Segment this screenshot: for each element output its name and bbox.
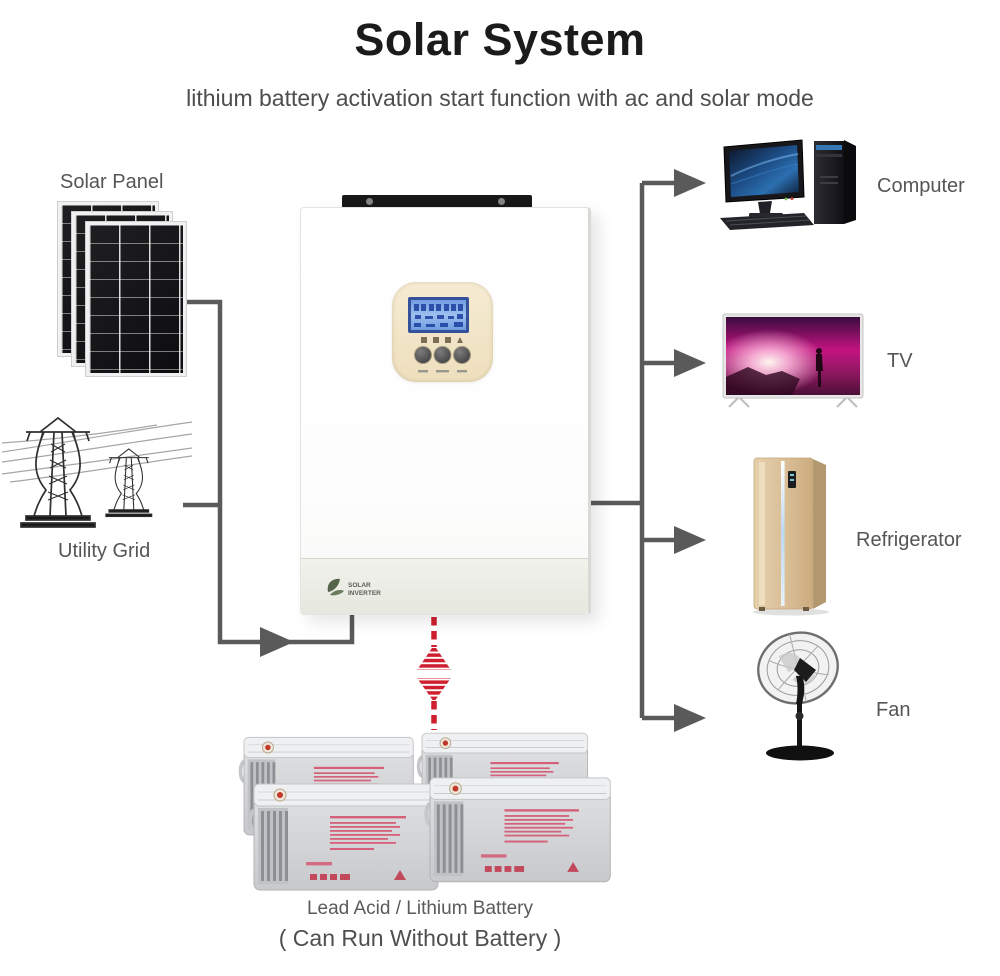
load-arrowheads xyxy=(674,169,706,732)
fan-motor-and-pole xyxy=(766,658,834,761)
tv-rocks xyxy=(726,367,800,395)
battery-back-left xyxy=(238,735,416,837)
fridge-side xyxy=(813,459,826,609)
computer-image xyxy=(720,139,856,230)
solar-panel-front xyxy=(86,222,186,376)
leaf-icon xyxy=(330,590,344,596)
inverter-bottom-strip: SOLAR INVERTER xyxy=(301,558,588,614)
leaf-icon xyxy=(327,578,340,592)
panel-buttons xyxy=(414,346,471,364)
pc-tower xyxy=(814,140,856,224)
inverter-body: SOLAR INVERTER xyxy=(300,207,591,615)
inverter-to-loads-connector xyxy=(586,180,676,721)
battery-caption: Lead Acid / Lithium Battery xyxy=(306,898,533,919)
tv-person-silhouette xyxy=(816,348,823,387)
monitor xyxy=(723,139,805,217)
utility-grid-image xyxy=(2,417,192,528)
battery-link-connector xyxy=(417,617,451,730)
input-arrowhead xyxy=(260,627,294,657)
tv-screen xyxy=(726,317,860,395)
solar-panel-label: Solar Panel xyxy=(60,171,164,193)
inverter-control-panel xyxy=(392,282,493,382)
battery-front-left xyxy=(248,782,440,892)
fan-image xyxy=(757,631,839,761)
button-labels xyxy=(418,370,467,373)
utility-grid-label: Utility Grid xyxy=(58,540,151,562)
fan-cage xyxy=(757,631,839,705)
fridge-display xyxy=(788,471,796,488)
transmission-tower-large xyxy=(20,417,96,528)
fan-label: Fan xyxy=(876,699,911,721)
refrigerator-image xyxy=(753,457,829,616)
brand-text-line2: INVERTER xyxy=(348,590,381,597)
keyboard xyxy=(720,213,814,230)
fridge-front xyxy=(753,457,814,610)
battery-link-down-arrow xyxy=(417,678,451,702)
mounting-bracket xyxy=(342,195,532,208)
battery-bank-image xyxy=(238,731,613,892)
control-panel-graphics xyxy=(408,297,471,373)
fridge-light-strip xyxy=(781,461,785,606)
refrigerator-label: Refrigerator xyxy=(856,529,962,551)
computer-label: Computer xyxy=(877,175,965,197)
tv-image xyxy=(722,313,864,408)
solar-inverter: SOLAR INVERTER xyxy=(300,195,591,615)
indicator-icons xyxy=(421,337,463,343)
battery-note: ( Can Run Without Battery ) xyxy=(278,925,562,951)
tv-legs xyxy=(728,397,858,408)
brand-text-line1: SOLAR xyxy=(348,582,371,589)
solar-panel-image xyxy=(58,202,190,378)
battery-link-up-arrow xyxy=(417,645,451,670)
page-title: Solar System xyxy=(354,14,646,65)
brand-logo: SOLAR INVERTER xyxy=(327,578,381,597)
bracket-screw xyxy=(366,198,373,205)
tv-label: TV xyxy=(887,350,913,372)
battery-front-right xyxy=(424,775,613,884)
power-lines xyxy=(2,421,192,483)
battery-back-right xyxy=(416,731,590,831)
bracket-screw xyxy=(498,198,505,205)
fan-base xyxy=(766,745,834,761)
lcd-segments xyxy=(414,304,463,327)
transmission-tower-small xyxy=(105,448,153,518)
page-subtitle: lithium battery activation start functio… xyxy=(186,85,814,111)
